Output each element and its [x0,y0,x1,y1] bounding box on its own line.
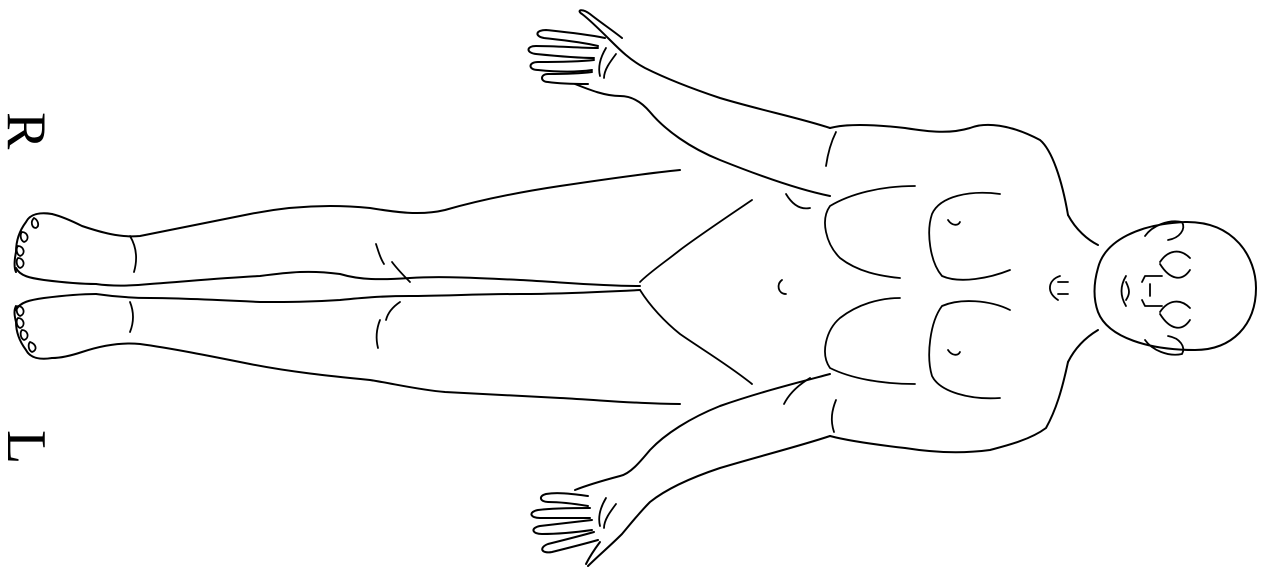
right-flank [786,194,810,208]
right-nipple [948,220,960,225]
right-shoulder-line [830,125,1068,215]
left-finger-3 [533,520,592,534]
left-ribcage-line [825,298,915,384]
right-ribcage-line [825,186,915,278]
right-foot-sole [16,268,96,284]
right-leg-inner [96,272,640,286]
human-figure [15,10,1257,566]
left-chest-outline [929,301,1010,398]
left-toe-nail-4 [29,342,36,352]
neck-left-edge [1068,330,1098,362]
left-knee-line-2 [377,320,380,348]
left-knee-line [386,302,400,320]
right-knee-line [376,244,384,264]
right-ankle [130,236,136,272]
left-eye-lower [1160,314,1190,328]
right-toes [15,213,53,272]
side-labels: R L [0,112,57,464]
left-palm-line [604,504,616,528]
right-finger-2 [529,46,599,58]
right-side-label: R [0,112,57,150]
chin-crease [1126,282,1129,300]
left-leg-outer [52,343,680,404]
right-hip-line [640,200,752,282]
torso [640,125,1068,452]
right-toe-nail-2 [21,232,28,242]
right-finger-4 [542,72,592,84]
right-toe-nail-1 [32,218,38,228]
neck-right-edge [1068,215,1098,245]
right-elbow-crease [826,132,836,166]
adams-apple [1050,276,1068,300]
right-toe-nail-3 [17,246,24,256]
left-arm [531,374,836,566]
navel [779,280,786,294]
left-leg [15,290,681,404]
left-shoulder-line [830,362,1068,452]
left-toe-nail-3 [21,330,28,340]
nose [1142,276,1162,306]
right-palm-line [604,54,616,78]
right-finger-1 [537,30,605,46]
head-outline [1095,222,1256,350]
right-chest-outline [929,193,1010,280]
right-eye-lower [1160,264,1190,278]
right-leg-outer [52,170,680,236]
left-finger-4 [542,532,598,552]
left-finger-2 [531,508,590,518]
right-finger-3 [531,60,595,72]
left-arm-outer [588,436,830,566]
left-ear [1145,336,1183,355]
left-nipple [948,350,960,355]
left-finger-1 [541,493,588,506]
right-arm [529,10,837,196]
left-elbow-crease [832,400,836,432]
neck [1050,215,1098,362]
left-eye-upper [1160,302,1190,312]
right-toe-nail-4 [17,258,24,268]
left-ankle [130,302,133,332]
left-toe-nail-2 [17,318,24,328]
left-toe-nail-1 [17,306,24,316]
right-eye-upper [1160,252,1190,262]
left-side-label: L [0,430,57,464]
mouth [1122,276,1127,306]
head [1095,221,1256,354]
right-arm-outer [580,10,830,128]
left-leg-inner [96,290,640,302]
left-foot-sole [16,294,96,310]
left-hip-line [640,290,752,384]
right-leg [15,170,681,286]
